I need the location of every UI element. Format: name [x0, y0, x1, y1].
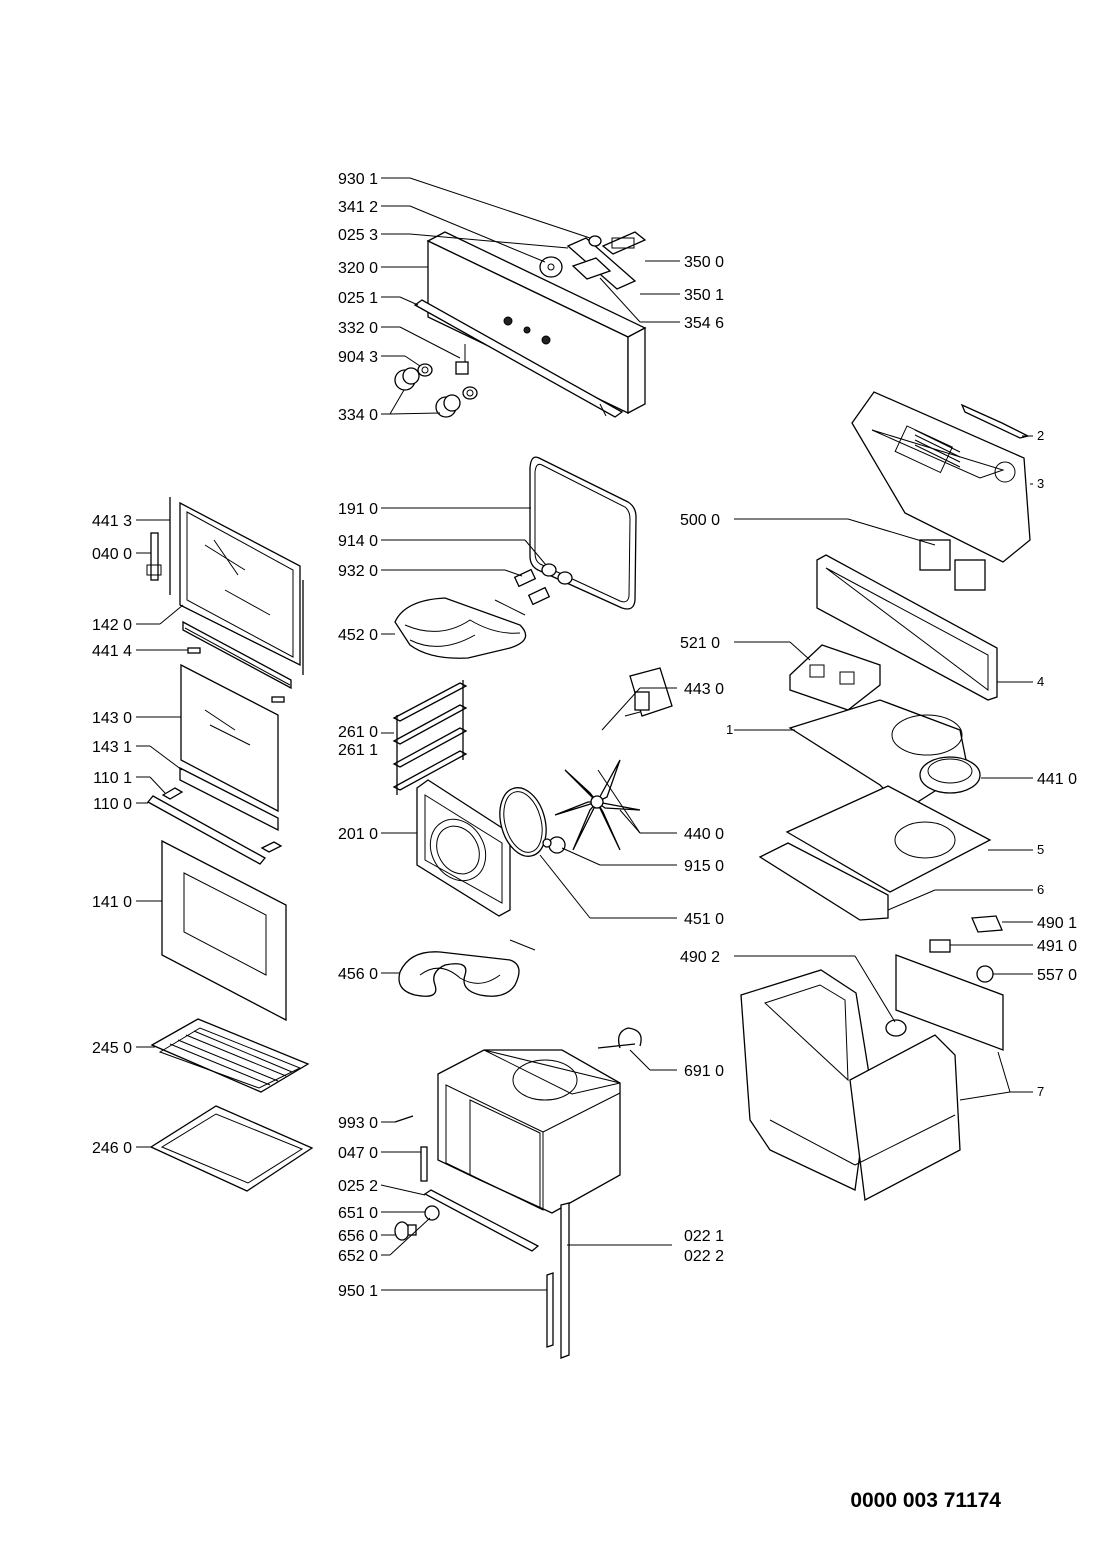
callout-141-0: 141 0: [92, 894, 132, 911]
callout-025-2: 025 2: [338, 1178, 378, 1195]
control-panel-assembly: [394, 231, 647, 418]
callout-490-1: 490 1: [1037, 915, 1077, 932]
callout-456-0: 456 0: [338, 966, 378, 983]
callout-6: 6: [1037, 882, 1044, 897]
callout-025-3: 025 3: [338, 227, 378, 244]
callout-914-0: 914 0: [338, 533, 378, 550]
callout-451-0: 451 0: [684, 911, 724, 928]
callout-246-0: 246 0: [92, 1140, 132, 1157]
callout-142-0: 142 0: [92, 617, 132, 634]
callout-350-0: 350 0: [684, 254, 724, 271]
callout-332-0: 332 0: [338, 320, 378, 337]
callout-521-0: 521 0: [680, 635, 720, 652]
callout-2: 2: [1037, 428, 1044, 443]
callout-443-0: 443 0: [684, 681, 724, 698]
callout-915-0: 915 0: [684, 858, 724, 875]
callout-labels: 930 1 341 2 025 3 320 0 025 1 332 0 904 …: [92, 171, 1077, 1300]
callout-261-0: 261 0: [338, 724, 378, 741]
callout-452-0: 452 0: [338, 627, 378, 644]
document-reference: 0000 003 71174: [850, 1489, 1001, 1512]
callout-022-2: 022 2: [684, 1248, 724, 1265]
callout-441-4: 441 4: [92, 643, 132, 660]
callout-7: 7: [1037, 1084, 1044, 1099]
callout-691-0: 691 0: [684, 1063, 724, 1080]
callout-350-1: 350 1: [684, 287, 724, 304]
callout-491-0: 491 0: [1037, 938, 1077, 955]
callout-354-6: 354 6: [684, 315, 724, 332]
callout-047-0: 047 0: [338, 1145, 378, 1162]
callout-932-0: 932 0: [338, 563, 378, 580]
leader-lines: [136, 177, 1033, 1291]
callout-950-1: 950 1: [338, 1283, 378, 1300]
callout-040-0: 040 0: [92, 546, 132, 563]
callout-904-3: 904 3: [338, 349, 378, 366]
callout-245-0: 245 0: [92, 1040, 132, 1057]
callout-191-0: 191 0: [338, 501, 378, 518]
housing-assembly: [740, 391, 1031, 1202]
callout-440-0: 440 0: [684, 826, 724, 843]
callout-3: 3: [1037, 476, 1044, 491]
callout-320-0: 320 0: [338, 260, 378, 277]
callout-500-0: 500 0: [680, 512, 720, 529]
callout-025-1: 025 1: [338, 290, 378, 307]
callout-341-2: 341 2: [338, 199, 378, 216]
oven-cavity-assembly: [392, 456, 673, 1359]
callout-1: 1: [726, 722, 733, 737]
callout-490-2: 490 2: [680, 949, 720, 966]
callout-930-1: 930 1: [338, 171, 378, 188]
callout-651-0: 651 0: [338, 1205, 378, 1222]
callout-143-0: 143 0: [92, 710, 132, 727]
callout-5: 5: [1037, 842, 1044, 857]
callout-993-0: 993 0: [338, 1115, 378, 1132]
callout-4: 4: [1037, 674, 1044, 689]
door-assembly: [146, 497, 314, 1192]
callout-334-0: 334 0: [338, 407, 378, 424]
callout-143-1: 143 1: [92, 739, 132, 756]
callout-261-1: 261 1: [338, 742, 378, 759]
callout-557-0: 557 0: [1037, 967, 1077, 984]
callout-441-3: 441 3: [92, 513, 132, 530]
callout-110-1: 110 1: [93, 770, 132, 787]
callout-022-1: 022 1: [684, 1228, 724, 1245]
callout-110-0: 110 0: [93, 796, 132, 813]
callout-201-0: 201 0: [338, 826, 378, 843]
callout-652-0: 652 0: [338, 1248, 378, 1265]
callout-441-0: 441 0: [1037, 771, 1077, 788]
callout-656-0: 656 0: [338, 1228, 378, 1245]
